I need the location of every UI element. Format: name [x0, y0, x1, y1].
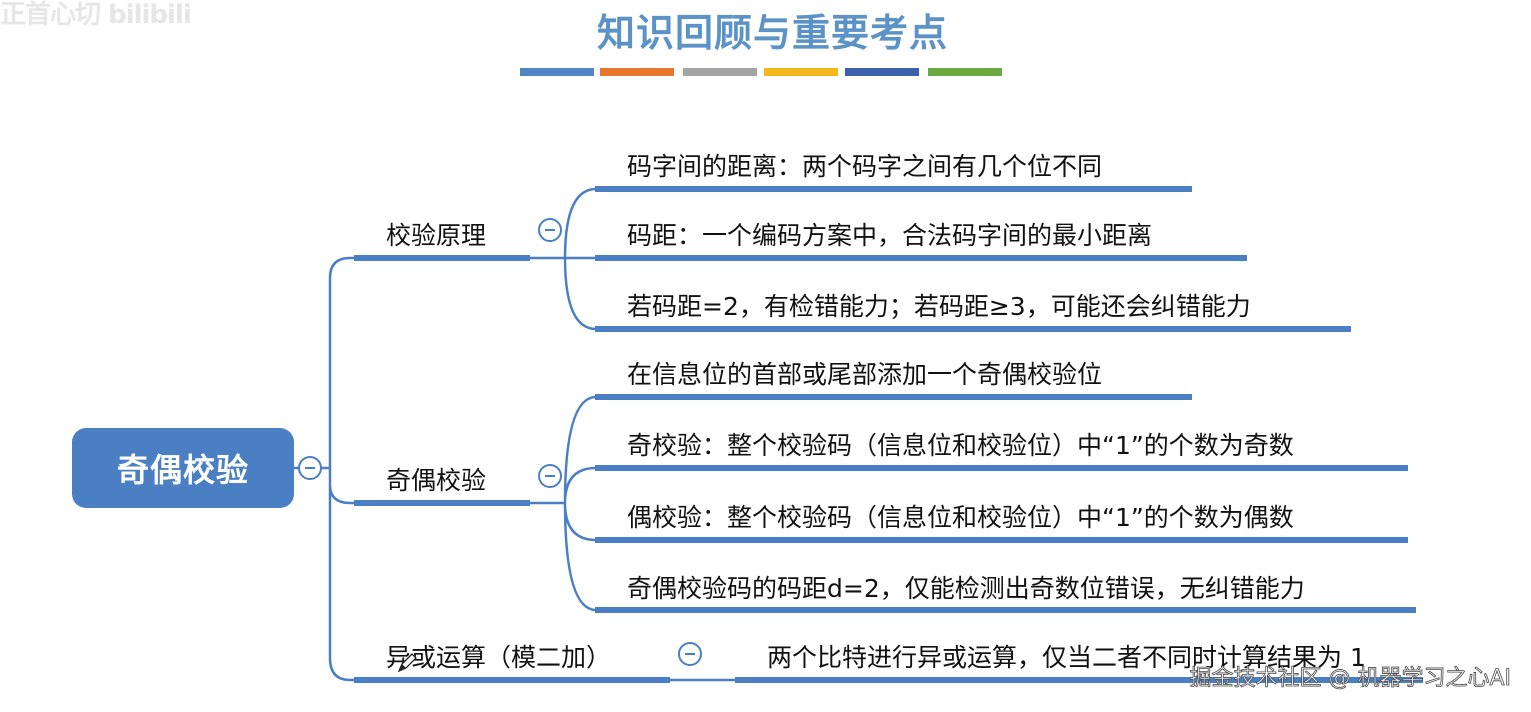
leaf-underline-1-2 — [595, 255, 1247, 261]
faded-logo: 正首心切 bilibili — [0, 0, 192, 30]
color-bar-segment-3 — [683, 68, 757, 76]
color-bar-segment-2 — [600, 68, 674, 76]
leaf-underline-1-1 — [595, 186, 1192, 192]
leaf-underline-2-4 — [595, 607, 1416, 613]
leaf-2-2[interactable]: 奇校验：整个校验码（信息位和校验位）中“1”的个数为奇数 — [627, 431, 1294, 460]
branch-label-xor-operation[interactable]: 异或运算（模二加） — [386, 643, 612, 672]
leaf-underline-1-3 — [595, 326, 1351, 332]
watermark-text: 掘金技术社区 @ 机器学习之心AI — [1189, 666, 1511, 692]
branch-label-verification-principle[interactable]: 校验原理 — [386, 221, 487, 250]
color-bar-segment-4 — [764, 68, 838, 76]
color-bar-segment-5 — [845, 68, 919, 76]
root-node[interactable]: 奇偶校验 — [72, 428, 294, 508]
slide-title: 知识回顾与重要考点 — [596, 10, 948, 55]
color-bar-segment-1 — [520, 68, 594, 76]
branch-underline-3 — [354, 677, 670, 683]
leaf-2-1[interactable]: 在信息位的首部或尾部添加一个奇偶校验位 — [627, 360, 1103, 389]
root-node-label: 奇偶校验 — [116, 451, 249, 489]
collapse-branch-1-icon[interactable] — [538, 218, 562, 242]
leaf-2-3[interactable]: 偶校验：整个校验码（信息位和校验位）中“1”的个数为偶数 — [627, 503, 1294, 532]
branch-underline-2 — [354, 500, 530, 506]
collapse-branch-2-icon[interactable] — [538, 464, 562, 488]
branch-label-parity-check[interactable]: 奇偶校验 — [386, 466, 487, 495]
leaf-2-4[interactable]: 奇偶校验码的码距d=2，仅能检测出奇数位错误，无纠错能力 — [627, 574, 1305, 603]
branch-underline-1 — [354, 255, 530, 261]
connector-root-to-branches — [294, 256, 356, 682]
leaf-3-1[interactable]: 两个比特进行异或运算，仅当二者不同时计算结果为 1 — [767, 643, 1366, 672]
color-bar-segment-6 — [928, 68, 1002, 76]
collapse-branch-3-icon[interactable] — [678, 642, 702, 666]
leaf-underline-3-1 — [735, 677, 1423, 683]
connector-branch-1-items — [528, 187, 597, 331]
pen-cursor-icon — [397, 653, 417, 673]
leaf-1-3[interactable]: 若码距=2，有检错能力；若码距≥3，可能还会纠错能力 — [627, 292, 1251, 321]
leaf-1-2[interactable]: 码距：一个编码方案中，合法码字间的最小距离 — [627, 221, 1153, 250]
connector-branch-2-items — [528, 395, 597, 612]
leaf-underline-2-2 — [595, 465, 1408, 471]
collapse-root-icon[interactable] — [298, 456, 322, 480]
leaf-underline-2-3 — [595, 537, 1408, 543]
leaf-1-1[interactable]: 码字间的距离：两个码字之间有几个位不同 — [627, 152, 1103, 181]
leaf-underline-2-1 — [595, 394, 1192, 400]
